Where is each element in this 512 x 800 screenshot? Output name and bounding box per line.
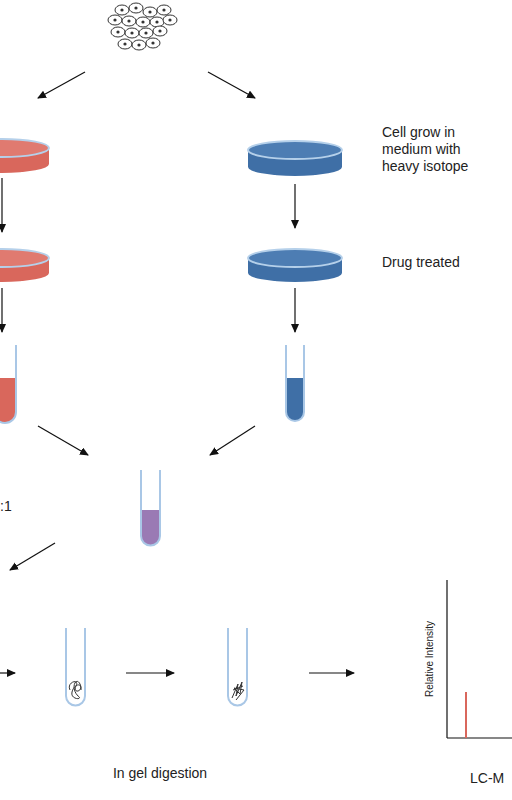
mix-ratio: :1 xyxy=(0,498,30,515)
step-caption: LC-M xyxy=(470,770,512,787)
spectrum-chart xyxy=(447,580,512,738)
flow-arrow xyxy=(0,72,354,673)
cell-cluster xyxy=(108,3,177,50)
step-note: Cell grow in medium with heavy isotope xyxy=(382,124,494,175)
axis-title: Relative Intensity xyxy=(424,609,436,709)
protein-squiggle xyxy=(69,681,244,700)
step-caption: In gel digestion xyxy=(90,765,230,782)
sample-tube xyxy=(0,345,304,706)
step-note: Drug treated xyxy=(382,254,492,271)
culture-dish xyxy=(0,139,342,282)
